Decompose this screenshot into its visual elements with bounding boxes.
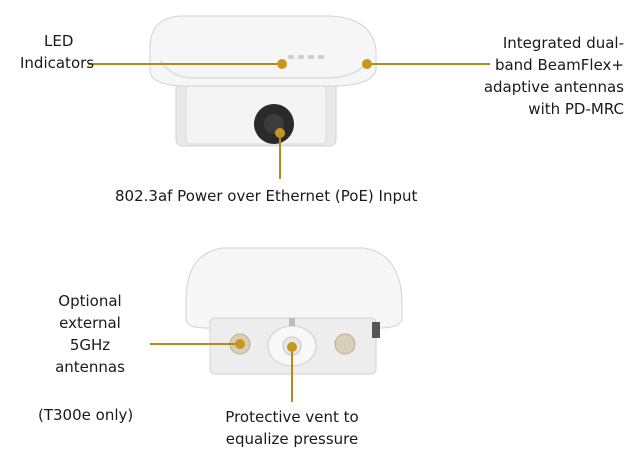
ext-antenna-label-line: Optional xyxy=(58,292,122,310)
antenna-connector-icon xyxy=(334,333,356,355)
led-callout-dot xyxy=(277,59,287,69)
led-label-line: Indicators xyxy=(20,54,95,72)
vent-callout-line xyxy=(291,348,293,402)
ext-antenna-label-line: 5GHz xyxy=(69,336,111,354)
poe-callout-dot xyxy=(275,128,285,138)
antenna-callout-line xyxy=(368,63,490,65)
antenna-label-line: with PD-MRC xyxy=(528,100,624,118)
ext-antenna-label-line: antennas xyxy=(55,358,125,376)
ext-antenna-callout-dot xyxy=(235,339,245,349)
led-label-line: LED xyxy=(44,32,74,50)
ext-antenna-label: Optional external 5GHz antennas xyxy=(38,290,142,378)
led-label: LED Indicators xyxy=(20,30,94,74)
vent-label-line: Protective vent to xyxy=(225,408,359,426)
antenna-label: Integrated dual- band BeamFlex+ adaptive… xyxy=(454,32,624,120)
vent-label: Protective vent to equalize pressure xyxy=(210,406,374,450)
led-callout-line xyxy=(88,63,282,65)
poe-callout-line xyxy=(279,133,281,179)
vent-callout-dot xyxy=(287,342,297,352)
antenna-callout-dot xyxy=(362,59,372,69)
poe-label: 802.3af Power over Ethernet (PoE) Input xyxy=(115,187,418,205)
ext-antenna-label-line: external xyxy=(59,314,121,332)
led-icons xyxy=(288,55,324,59)
bottom-access-point xyxy=(185,247,403,375)
ext-antenna-note: (T300e only) xyxy=(38,406,134,424)
antenna-label-line: band BeamFlex+ xyxy=(494,56,624,74)
antenna-label-line: Integrated dual- xyxy=(502,34,624,52)
ext-antenna-callout-line xyxy=(150,343,240,345)
top-access-point xyxy=(149,15,377,147)
vent-label-line: equalize pressure xyxy=(225,430,359,448)
antenna-label-line: adaptive antennas xyxy=(483,78,624,96)
